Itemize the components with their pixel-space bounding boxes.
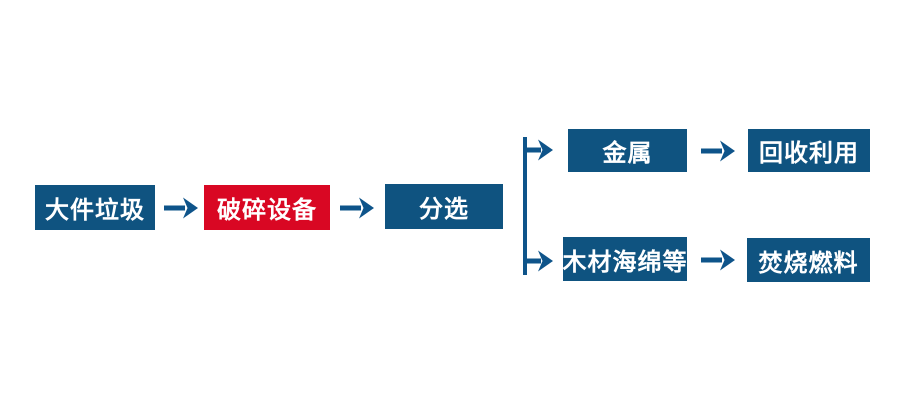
arrow-right-icon (160, 185, 202, 230)
arrow-right-icon (523, 128, 555, 172)
node-sorting: 分选 (385, 184, 503, 229)
node-recycling: 回收利用 (748, 129, 870, 172)
node-crushing-equipment: 破碎设备 (204, 185, 330, 230)
arrow-right-icon (699, 129, 737, 172)
node-incineration-fuel: 焚烧燃料 (747, 238, 870, 282)
arrow-right-icon (336, 185, 378, 230)
node-bulky-waste: 大件垃圾 (35, 185, 155, 230)
arrow-right-icon (699, 238, 737, 282)
arrow-right-icon (523, 239, 555, 283)
node-wood-sponge: 木材海绵等 (563, 237, 687, 281)
node-metal: 金属 (568, 129, 687, 172)
branch-connector-line (523, 137, 527, 275)
